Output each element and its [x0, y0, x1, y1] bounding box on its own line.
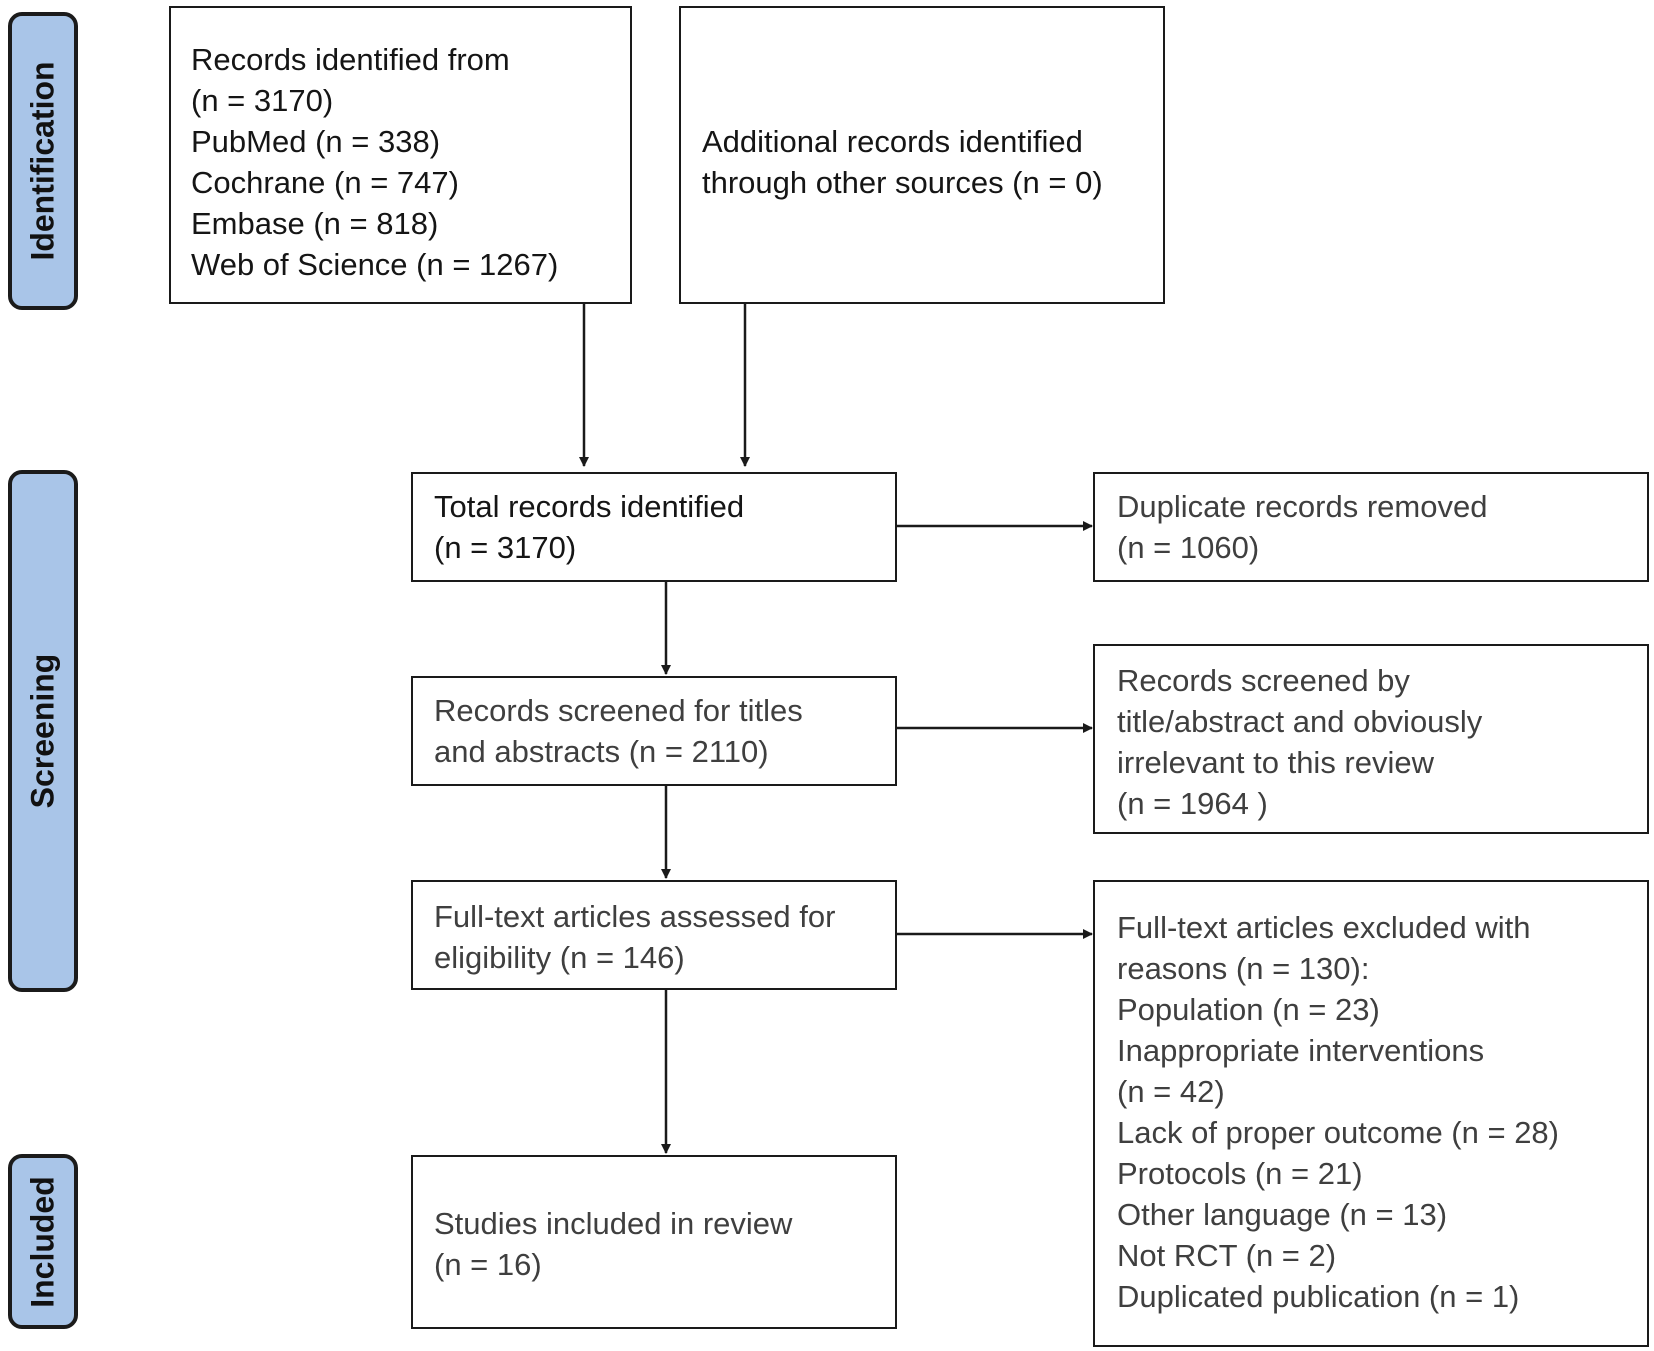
full-text-excluded-line: Full-text articles excluded with: [1117, 910, 1531, 945]
full-text-excluded-box: Full-text articles excluded with reasons…: [1093, 880, 1649, 1347]
screened-excluded-line: irrelevant to this review: [1117, 745, 1435, 780]
full-text-excluded-line: (n = 42): [1117, 1074, 1225, 1109]
full-text-excluded-line: Protocols (n = 21): [1117, 1156, 1363, 1191]
additional-records-box: Additional records identified through ot…: [679, 6, 1165, 304]
full-text-excluded-line: Population (n = 23): [1117, 992, 1380, 1027]
studies-included-line: Studies included in review: [434, 1206, 793, 1241]
phase-identification: Identification: [8, 12, 78, 310]
studies-included-line: (n = 16): [434, 1247, 542, 1282]
records-identified-line: (n = 3170): [191, 83, 334, 118]
records-identified-line: Cochrane (n = 747): [191, 165, 459, 200]
screened-excluded-line: Records screened by: [1117, 663, 1410, 698]
full-text-assessed-box: Full-text articles assessed for eligibil…: [411, 880, 897, 990]
screened-excluded-line: title/abstract and obviously: [1117, 704, 1483, 739]
full-text-excluded-line: Other language (n = 13): [1117, 1197, 1448, 1232]
records-identified-line: Web of Science (n = 1267): [191, 247, 559, 282]
records-identified-line: PubMed (n = 338): [191, 124, 441, 159]
records-identified-box: Records identified from (n = 3170) PubMe…: [169, 6, 632, 304]
records-identified-line: Embase (n = 818): [191, 206, 439, 241]
full-text-excluded-line: reasons (n = 130):: [1117, 951, 1370, 986]
full-text-excluded-line: Duplicated publication (n = 1): [1117, 1279, 1520, 1314]
records-screened-line: Records screened for titles: [434, 693, 803, 728]
records-screened-box: Records screened for titles and abstract…: [411, 676, 897, 786]
total-records-box: Total records identified (n = 3170): [411, 472, 897, 582]
full-text-excluded-line: Lack of proper outcome (n = 28): [1117, 1115, 1559, 1150]
screened-excluded-line: (n = 1964 ): [1117, 786, 1268, 821]
studies-included-box: Studies included in review (n = 16): [411, 1155, 897, 1329]
full-text-assessed-line: Full-text articles assessed for: [434, 899, 836, 934]
duplicates-removed-box: Duplicate records removed (n = 1060): [1093, 472, 1649, 582]
additional-records-line: through other sources (n = 0): [702, 165, 1103, 200]
full-text-excluded-line: Inappropriate interventions: [1117, 1033, 1485, 1068]
additional-records-line: Additional records identified: [702, 124, 1083, 159]
screened-excluded-box: Records screened by title/abstract and o…: [1093, 644, 1649, 834]
records-screened-line: and abstracts (n = 2110): [434, 734, 769, 769]
phase-included: Included: [8, 1154, 78, 1329]
duplicates-removed-line: (n = 1060): [1117, 530, 1260, 565]
phase-screening: Screening: [8, 470, 78, 992]
full-text-assessed-line: eligibility (n = 146): [434, 940, 685, 975]
total-records-line: Total records identified: [434, 489, 745, 524]
duplicates-removed-line: Duplicate records removed: [1117, 489, 1488, 524]
records-identified-line: Records identified from: [191, 42, 510, 77]
total-records-line: (n = 3170): [434, 530, 577, 565]
full-text-excluded-line: Not RCT (n = 2): [1117, 1238, 1337, 1273]
